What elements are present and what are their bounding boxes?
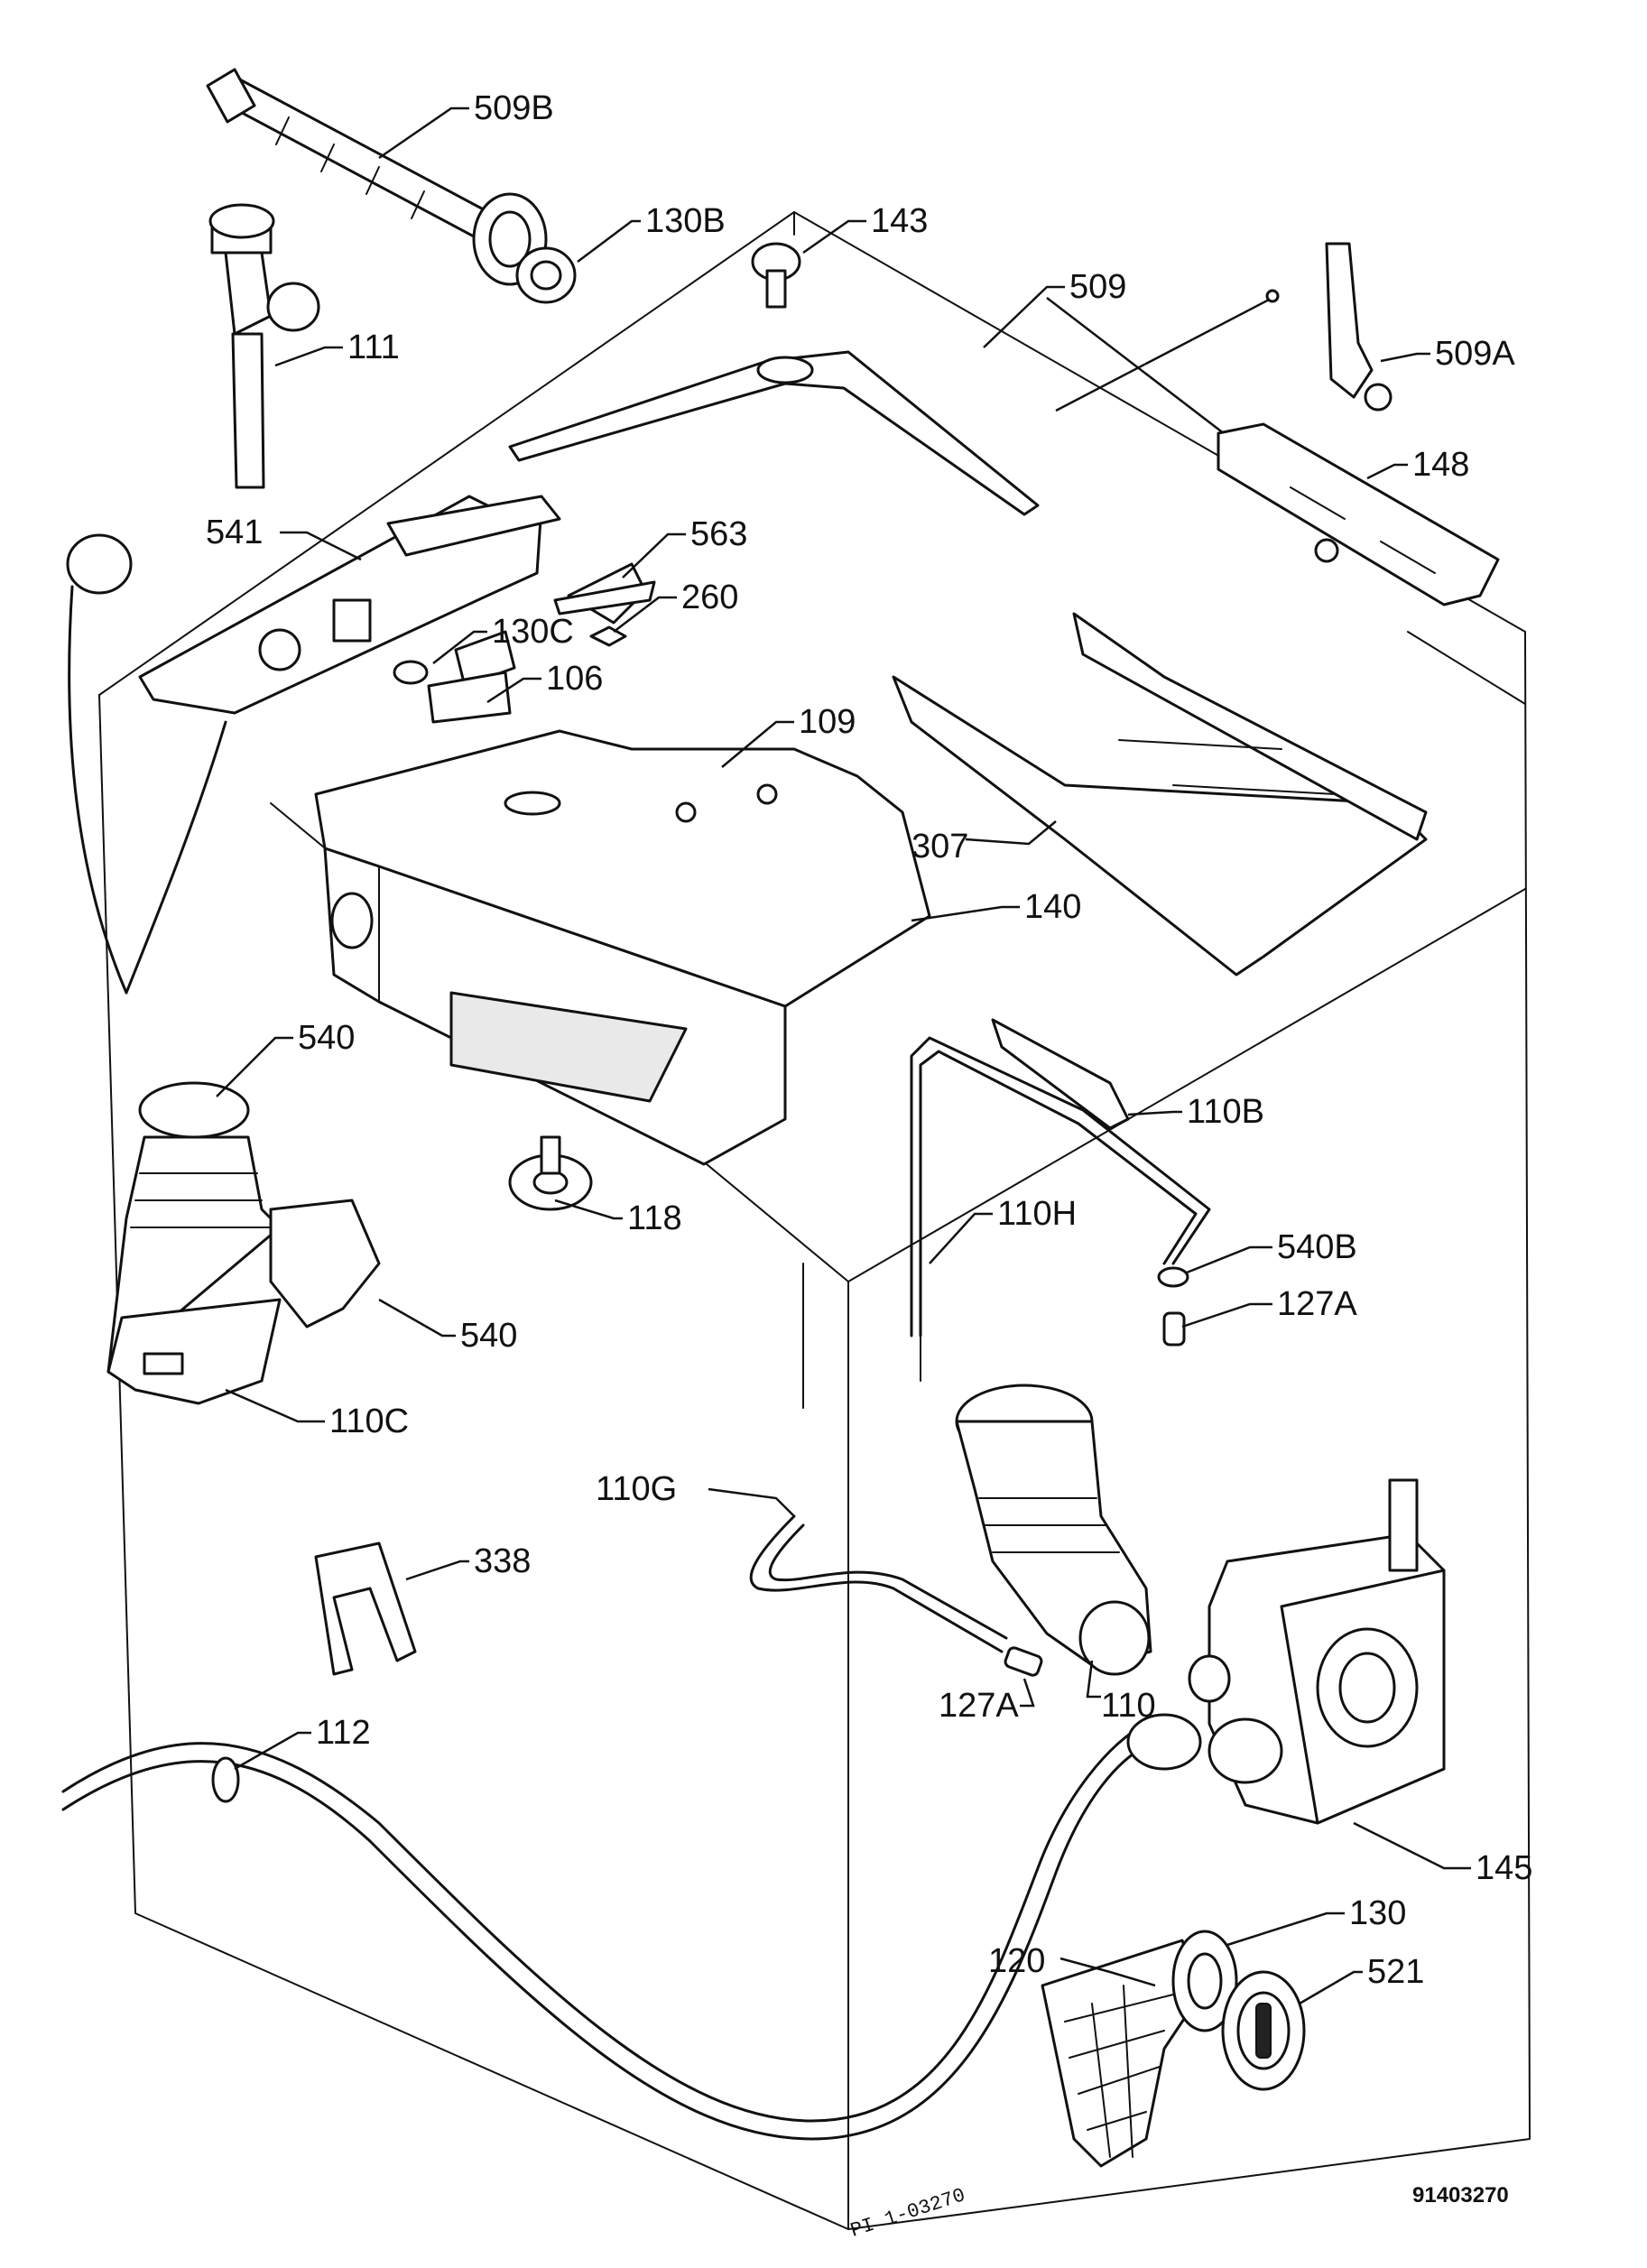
part-338-clip (314, 1541, 417, 1676)
label-110: 110 (1101, 1687, 1156, 1725)
label-143: 143 (871, 202, 928, 240)
label-111: 111 (347, 329, 400, 366)
label-127A-upper: 127A (1277, 1285, 1357, 1323)
part-118-gear (508, 1135, 593, 1211)
label-260: 260 (681, 579, 738, 616)
part-112-drain-hose (61, 1713, 1202, 2141)
label-521: 521 (1367, 1953, 1424, 1991)
part-110G-hose (749, 1514, 1008, 1653)
label-540-top: 540 (298, 1019, 355, 1057)
label-338: 338 (474, 1542, 531, 1580)
label-110H: 110H (997, 1195, 1077, 1233)
leader-lines (216, 106, 1471, 2005)
part-509A-lever (1325, 242, 1393, 412)
part-110B-hose (991, 1018, 1130, 1130)
label-110B: 110B (1187, 1093, 1264, 1131)
label-130: 130 (1349, 1894, 1406, 1932)
label-130C: 130C (492, 613, 574, 651)
part-109-dispenser-housing (314, 729, 931, 1166)
label-140: 140 (1024, 888, 1081, 926)
part-540-sump-hose (106, 1081, 381, 1405)
label-145: 145 (1476, 1849, 1532, 1887)
drawing-code: 91403270 (1412, 2183, 1509, 2208)
label-106: 106 (546, 660, 603, 698)
label-110G: 110G (596, 1470, 677, 1508)
label-540B: 540B (1277, 1228, 1357, 1266)
part-521-cap (1221, 1970, 1306, 2091)
part-127A-plug-upper (1162, 1311, 1186, 1347)
label-110C: 110C (329, 1402, 409, 1440)
part-145-pump (1188, 1478, 1446, 1825)
part-110-bellow (955, 1384, 1152, 1676)
label-509A: 509A (1435, 335, 1515, 373)
part-148-handle (1217, 422, 1500, 606)
label-130B: 130B (645, 202, 726, 240)
label-112: 112 (316, 1714, 371, 1752)
part-labels: 509B 130B 143 509 509A 111 148 541 563 2… (206, 89, 1532, 1991)
label-307: 307 (911, 828, 968, 866)
part-inlet-hose-loop (66, 533, 227, 995)
part-143-knob (751, 242, 801, 309)
label-541: 541 (206, 514, 263, 551)
part-106-clip (427, 671, 512, 724)
label-109: 109 (799, 703, 856, 741)
part-110H-pipe (910, 1036, 1211, 1338)
label-127A-lower: 127A (939, 1687, 1019, 1725)
part-307-drawer (892, 612, 1428, 977)
label-540-bottom: 540 (460, 1317, 517, 1355)
part-541-support (138, 495, 561, 715)
label-120: 120 (988, 1942, 1045, 1980)
label-118: 118 (627, 1199, 682, 1237)
part-509-bracket (508, 289, 1280, 516)
part-127A-plug-lower (1004, 1646, 1043, 1677)
part-260-spring (589, 625, 627, 647)
part-540B-clamp (1157, 1266, 1189, 1288)
label-148: 148 (1412, 446, 1469, 484)
label-509: 509 (1069, 268, 1126, 306)
drawing-stamp: PI 1-03270 (847, 2184, 967, 2243)
part-111-valve (208, 203, 320, 489)
part-509B-inlet-hose (206, 68, 548, 286)
part-563-flap (553, 562, 656, 625)
label-509B: 509B (474, 89, 554, 127)
label-563: 563 (690, 515, 747, 553)
part-130-seal (1171, 1930, 1238, 2032)
part-130B-seal (515, 246, 577, 304)
